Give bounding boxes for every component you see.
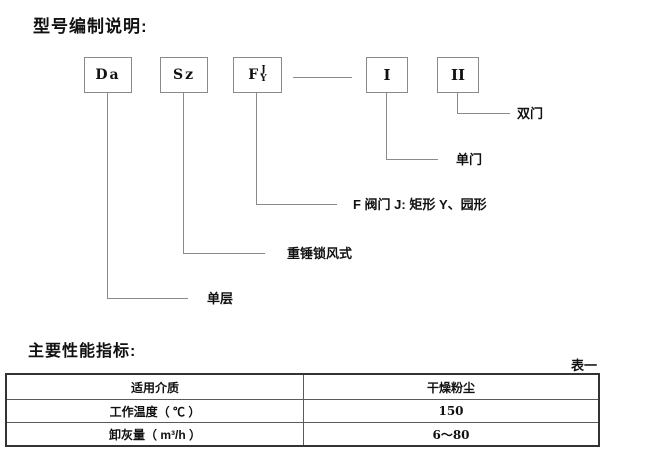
code-box-jy-stack: J Y (260, 64, 267, 85)
drop-line-roman-1 (386, 93, 387, 159)
section-title-performance: 主要性能指标: (28, 343, 137, 360)
code-box-sz-text: Sz (172, 67, 196, 83)
drop-line-f (256, 93, 257, 204)
label-single-layer: 单层 (207, 291, 234, 306)
table-cell-value: 干燥粉尘 (426, 380, 475, 395)
code-box-roman-2: II (437, 57, 479, 93)
table-row: 适用介质 干燥粉尘 (7, 375, 598, 399)
code-box-fjy: F J Y (233, 57, 282, 93)
table-cell-value: 150 (438, 404, 464, 418)
leader-line-roman-2 (457, 113, 510, 114)
leader-line-sz (183, 253, 265, 254)
label-valve-shapes: F 阀门 J: 矩形 Y、园形 (353, 197, 487, 212)
drop-line-roman-2 (457, 93, 458, 113)
table-row: 卸灰量（ m³/h ） 6～80 (7, 422, 598, 445)
performance-table: 适用介质 干燥粉尘 工作温度（ ℃ ） 150 卸灰量（ m³/h ） 6～80 (5, 373, 600, 447)
label-double-door: 双门 (517, 106, 544, 121)
code-box-y-text: Y (260, 74, 267, 84)
drop-line-sz (183, 93, 184, 253)
table-cell-value: 6～80 (432, 427, 470, 442)
leader-line-da (107, 298, 188, 299)
drop-line-da (107, 93, 108, 298)
code-box-j-text: J (261, 64, 266, 75)
code-box-sz: Sz (160, 57, 208, 93)
table-row: 工作温度（ ℃ ） 150 (7, 399, 598, 422)
code-box-da: Da (84, 57, 132, 93)
table-cell-label: 工作温度（ ℃ ） (7, 400, 304, 422)
code-box-roman-1-text: I (383, 66, 391, 84)
label-hammer-airlock: 重锤锁风式 (287, 246, 353, 261)
label-single-door: 单门 (456, 152, 483, 167)
code-box-roman-1: I (366, 57, 408, 93)
table-cell-label: 适用介质 (7, 375, 304, 399)
leader-line-roman-1 (386, 159, 438, 160)
code-box-roman-2-text: II (450, 66, 466, 84)
code-box-da-text: Da (95, 67, 121, 83)
page-title: 型号编制说明: (33, 17, 148, 36)
code-box-f-text: F (248, 67, 259, 83)
leader-line-f (256, 204, 337, 205)
connector-line-f-to-1 (293, 77, 352, 78)
table-cell-label: 卸灰量（ m³/h ） (7, 423, 304, 445)
table-caption: 表一 (571, 358, 598, 373)
